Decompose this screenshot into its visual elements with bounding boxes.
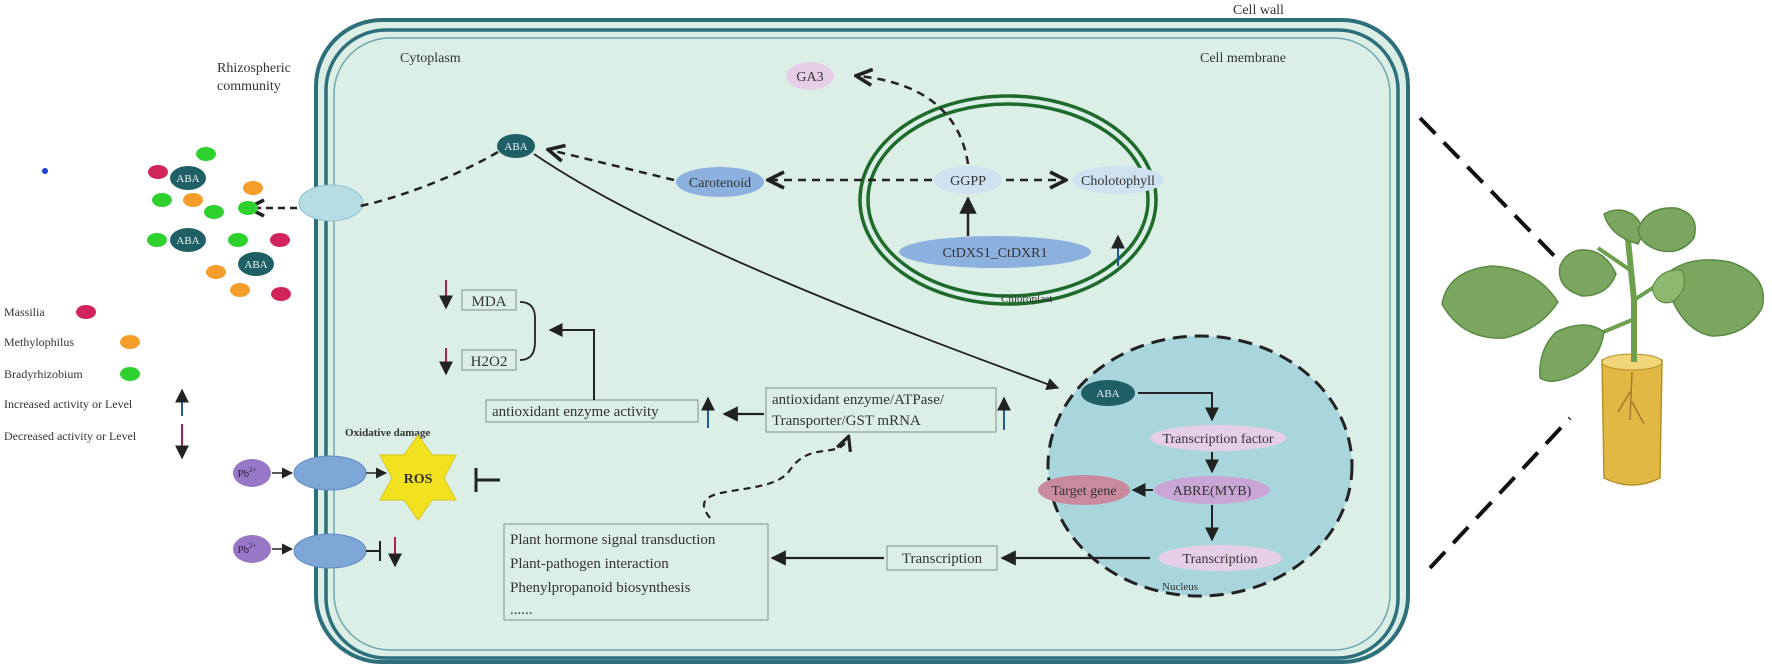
plant-leaf: [1663, 259, 1764, 337]
cell-membrane: [324, 28, 1400, 660]
legend-label: Decreased activity or Level: [4, 429, 137, 443]
mda-box: [461, 289, 517, 311]
legend-massilia-dot: [76, 305, 96, 319]
rhizospheric-label-line1: Rhizospheric: [217, 61, 291, 76]
aba-soil-2-label: ABA: [176, 235, 199, 247]
carotenoid-to-aba-arrow: [550, 150, 675, 182]
transcription-factor-node: [1150, 425, 1286, 451]
mrna-box-line1: antioxidant enzyme/ATPase/: [772, 392, 945, 408]
pathway-item: Plant-pathogen interaction: [510, 556, 669, 572]
rhizosphere-cluster: [42, 147, 291, 301]
ros-star: [379, 434, 457, 521]
activity-to-ros-products-arrow: [548, 323, 595, 400]
abre-myb-label: ABRE(MYB): [1173, 484, 1252, 499]
ggpp-to-ga3-arrow: [858, 76, 970, 165]
plant-illustration: [1441, 207, 1764, 486]
aba-export-arrow: [359, 150, 499, 208]
rhizospheric-label-line2: community: [217, 79, 281, 94]
ggpp-node: [934, 166, 1002, 194]
plant-leaf: [1603, 209, 1643, 245]
aba-to-tf-arrow: [1138, 392, 1219, 422]
dxs-dxr-label: CtDXS1_CtDXR1: [942, 246, 1047, 261]
legend-label: Massilia: [4, 305, 45, 319]
aba-soil-2: [170, 228, 206, 252]
legend: Massilia Methylophilus Bradyrhizobium In…: [4, 305, 189, 460]
ga3-node: [786, 62, 834, 90]
zoom-line-bottom: [1428, 416, 1572, 570]
aba-nucleus-label: ABA: [1096, 388, 1119, 400]
h2o2-box: [461, 349, 517, 371]
plant-pot: [1601, 359, 1663, 486]
cell-membrane-inner: [333, 37, 1391, 651]
aba-transporter: [298, 184, 364, 222]
ros-inhibition: [474, 468, 500, 492]
pb-bottom-node: [233, 535, 271, 563]
legend-label: Bradyrhizobium: [4, 367, 83, 381]
pb-top-node: [233, 459, 271, 487]
antioxidant-activity-box: [485, 399, 699, 423]
mda-label: MDA: [471, 294, 506, 310]
pathway-item: ......: [510, 602, 533, 618]
target-gene-label: Target gene: [1051, 484, 1116, 499]
legend-label: Increased activity or Level: [4, 397, 133, 411]
pathway-item: Plant hormone signal transduction: [510, 532, 716, 548]
plant-leaf: [1651, 269, 1685, 304]
aba-soil-3-label: ABA: [244, 259, 267, 271]
oxidative-damage-label: Oxidative damage: [345, 427, 430, 439]
ga3-label: GA3: [796, 70, 823, 85]
ggpp-label: GGPP: [950, 174, 986, 189]
pathway-item: Phenylpropanoid biosynthesis: [510, 580, 691, 596]
legend-label: Methylophilus: [4, 335, 74, 349]
aba-cytoplasm-label: ABA: [504, 141, 527, 153]
plant-leaf: [1558, 249, 1617, 297]
aba-soil-1-label: ABA: [176, 173, 199, 185]
legend-bradyrhizobium-dot: [120, 367, 140, 381]
aba-cytoplasm-node: [497, 134, 535, 158]
abre-myb-node: [1154, 476, 1270, 504]
pb-top-channel: [293, 455, 367, 491]
transcription-box: [886, 545, 998, 571]
plant-leaf: [1637, 207, 1696, 253]
pb-bottom-channel: [293, 533, 367, 569]
transcription-factor-label: Transcription factor: [1162, 432, 1273, 447]
antioxidant-activity-label: antioxidant enzyme activity: [492, 404, 659, 420]
aba-nucleus-node: [1081, 380, 1135, 406]
chlorophyll-node: [1072, 166, 1164, 194]
zoom-line-top: [1418, 116, 1570, 272]
h2o2-label: H2O2: [471, 354, 508, 370]
mrna-box-line2: Transporter/GST mRNA: [772, 413, 921, 429]
nucleus-label: Nucleus: [1162, 581, 1198, 593]
cell-wall-label: Cell wall: [1233, 3, 1284, 18]
plant-leaf: [1441, 265, 1559, 339]
chloroplast-inner: [866, 102, 1150, 298]
carotenoid-label: Carotenoid: [689, 176, 751, 191]
chlorophyll-label: Cholotophyll: [1081, 174, 1155, 189]
dxs-dxr-node: [899, 236, 1091, 268]
aba-soil-1: [170, 166, 206, 190]
pb-bottom-inhibition: [366, 541, 381, 561]
carotenoid-node: [676, 167, 764, 197]
aba-soil-3: [238, 252, 274, 276]
aba-to-nucleus-line: [533, 153, 1060, 391]
pathways-box: [503, 523, 769, 621]
cell-membrane-label: Cell membrane: [1200, 51, 1286, 66]
legend-methylophilus-dot: [120, 335, 140, 349]
mda-h2o2-bracket: [519, 301, 536, 361]
transcription-nucleus-node: [1158, 545, 1282, 571]
cytoplasm-label: Cytoplasm: [400, 51, 461, 66]
pb-top-label: Pb2+: [237, 466, 256, 480]
chloroplast-label: Chloroplast: [1001, 293, 1052, 305]
transcription-nucleus-label: Transcription: [1183, 552, 1258, 567]
chloroplast-outer: [858, 94, 1158, 306]
target-gene-node: [1038, 475, 1130, 505]
pathways-to-mrna-arrow: [702, 438, 848, 519]
pb-bottom-label: Pb2+: [237, 542, 256, 556]
transcription-box-label: Transcription: [902, 551, 983, 567]
mrna-box: [765, 387, 997, 433]
ros-label: ROS: [404, 472, 433, 487]
plant-leaf: [1539, 324, 1605, 382]
